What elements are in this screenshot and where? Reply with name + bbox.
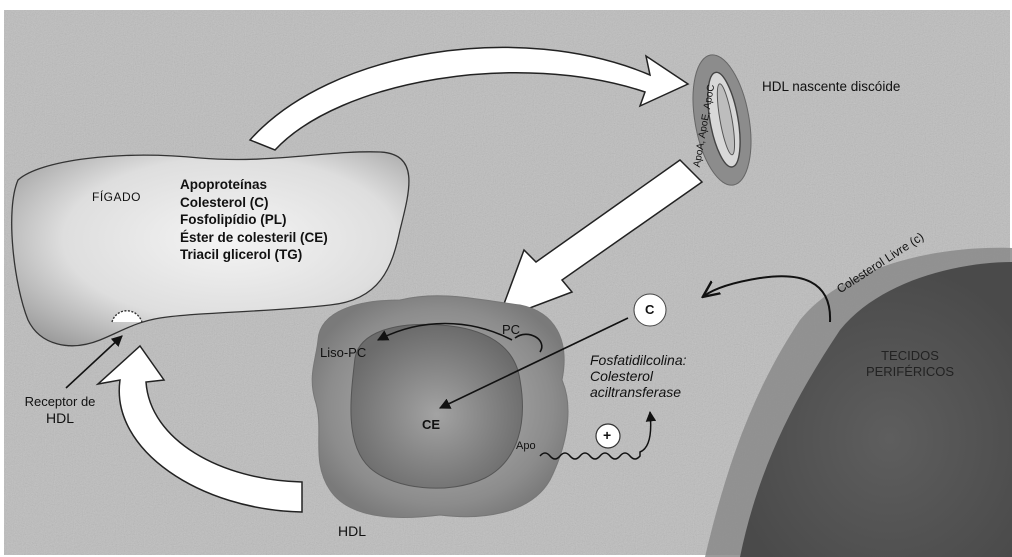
apo-label: Apo xyxy=(516,440,536,453)
peripheral-tissue-line1: TECIDOS xyxy=(858,348,962,364)
liver-content-item: Colesterol (C) xyxy=(180,194,328,212)
lcat-line3: aciltransferase xyxy=(590,384,687,400)
pc-label: PC xyxy=(502,322,520,338)
lcat-line1: Fosfatidilcolina: xyxy=(590,352,687,368)
liver-label: FÍGADO xyxy=(92,190,141,204)
hdl-receptor-line2: HDL xyxy=(20,410,100,427)
hdl-core xyxy=(351,324,523,488)
liver-content-item: Triacil glicerol (TG) xyxy=(180,246,328,264)
peripheral-tissue-label: TECIDOS PERIFÉRICOS xyxy=(858,348,962,379)
liver-content-item: Éster de colesteril (CE) xyxy=(180,229,328,247)
liver-contents-list: Apoproteínas Colesterol (C) Fosfolipídio… xyxy=(180,176,328,264)
nascent-hdl-label: HDL nascente discóide xyxy=(762,79,900,95)
liver-content-item: Fosfolipídio (PL) xyxy=(180,211,328,229)
hdl-receptor-line1: Receptor de xyxy=(20,394,100,410)
hdl-receptor-label: Receptor de HDL xyxy=(20,394,100,426)
peripheral-tissue-line2: PERIFÉRICOS xyxy=(858,364,962,380)
liver-content-item: Apoproteínas xyxy=(180,176,328,194)
hdl-label: HDL xyxy=(338,523,366,540)
ce-label: CE xyxy=(422,417,440,433)
lcat-label: Fosfatidilcolina: Colesterol aciltransfe… xyxy=(590,352,687,400)
lcat-line2: Colesterol xyxy=(590,368,687,384)
cholesterol-circle-label: C xyxy=(645,302,654,318)
plus-sign: + xyxy=(603,427,611,444)
liso-pc-label: Liso-PC xyxy=(320,345,366,361)
